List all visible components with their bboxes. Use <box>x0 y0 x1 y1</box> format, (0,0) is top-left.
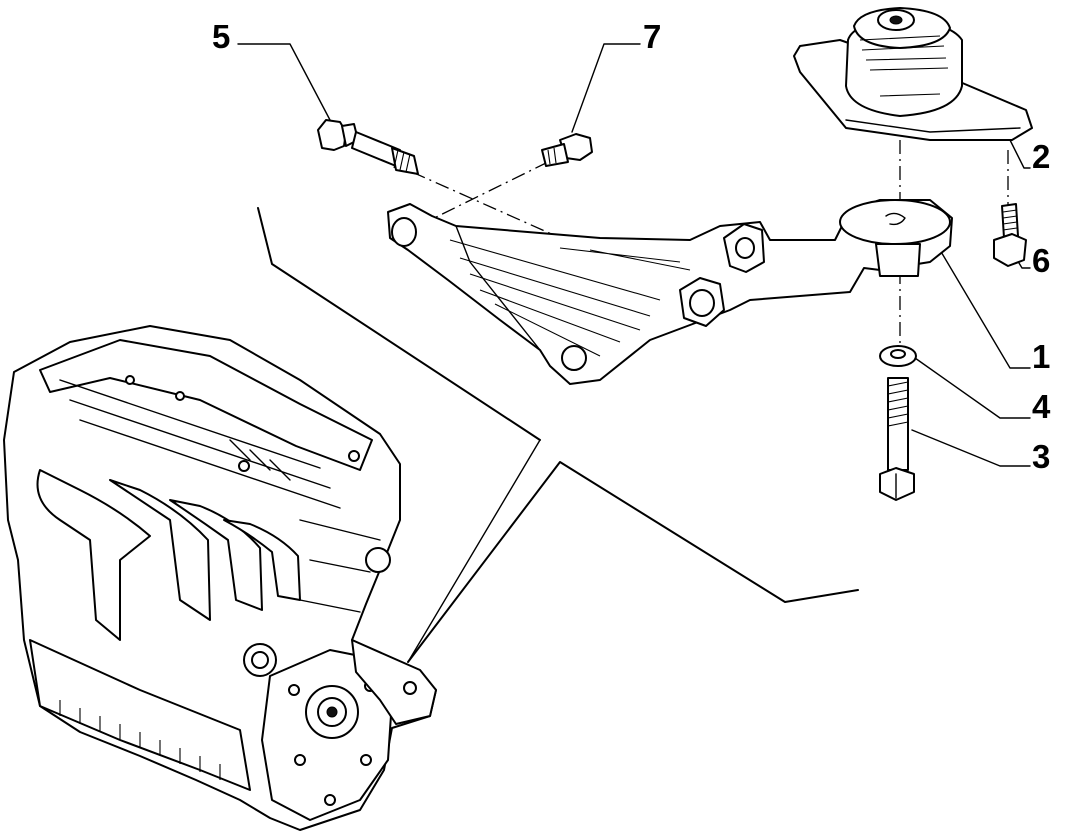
callout-label-6: 6 <box>1032 242 1050 279</box>
bolt-part-7 <box>541 133 593 167</box>
callout-label-7: 7 <box>643 18 661 55</box>
bracket-part-1 <box>387 199 953 385</box>
engine-pointer-lines <box>257 207 859 663</box>
callout-label-2: 2 <box>1032 138 1050 175</box>
leader-line-1 <box>939 249 1031 369</box>
bolt-part-3 <box>879 377 915 501</box>
screw-part-6 <box>993 203 1027 267</box>
bolt-part-5 <box>317 119 419 175</box>
leader-lines <box>237 43 1031 467</box>
engine-block-illustration <box>3 325 437 831</box>
callout-labels: 5 7 2 6 1 4 3 <box>212 18 1051 475</box>
leader-line-2 <box>1009 139 1031 169</box>
leader-line-5 <box>237 43 331 121</box>
leader-line-4 <box>914 357 1031 419</box>
axis-line-bolt-7 <box>419 161 549 226</box>
callout-label-5: 5 <box>212 18 230 55</box>
callout-label-3: 3 <box>1032 438 1050 475</box>
leader-line-3 <box>911 429 1031 467</box>
rubber-mount-part-2 <box>793 7 1033 141</box>
washer-part-4 <box>879 345 917 367</box>
callout-label-4: 4 <box>1032 388 1051 425</box>
callout-label-1: 1 <box>1032 338 1050 375</box>
leader-line-7 <box>571 43 641 133</box>
